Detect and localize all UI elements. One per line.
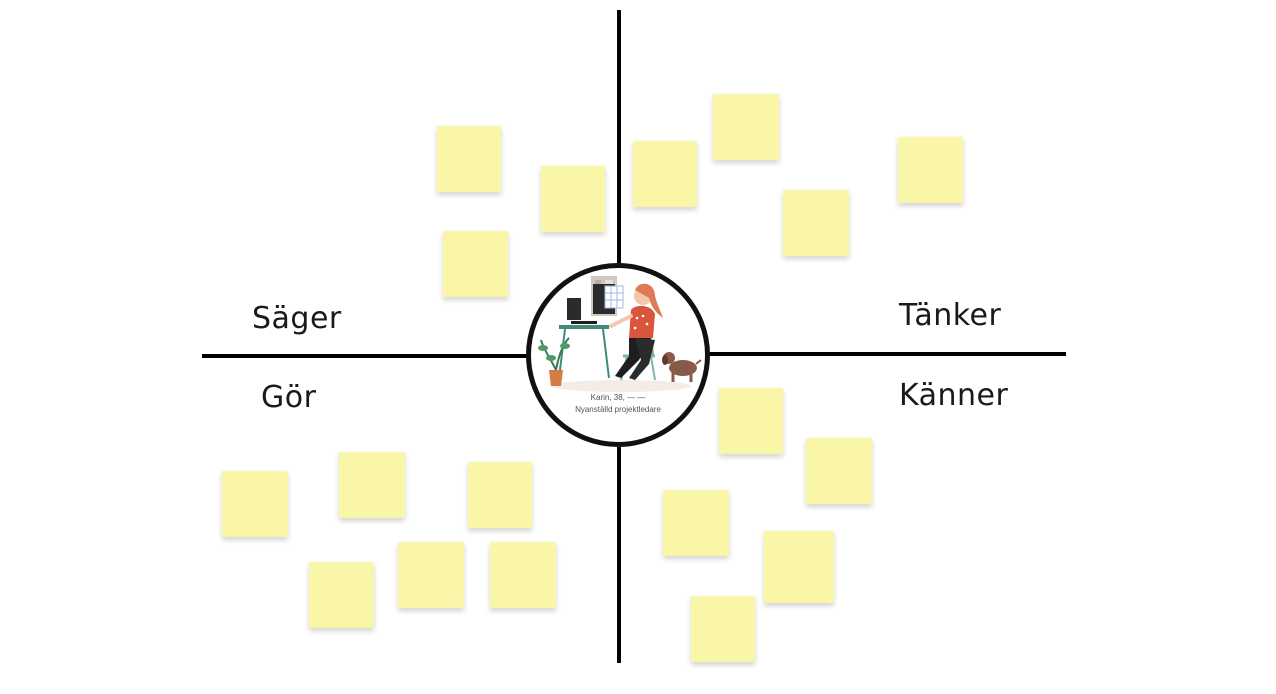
sticky-note-says-3[interactable] xyxy=(443,231,508,297)
sticky-note-does-1[interactable] xyxy=(222,471,288,537)
persona-name-line: Karin, 38, — — xyxy=(590,393,646,402)
sticky-note-feels-1[interactable] xyxy=(719,388,783,454)
sticky-note-does-2[interactable] xyxy=(339,452,405,518)
persona-illustration xyxy=(538,276,702,392)
quadrant-label-feels: Känner xyxy=(899,378,1009,413)
horizontal-axis-left xyxy=(202,354,527,358)
quadrant-label-says: Säger xyxy=(252,301,342,336)
sticky-note-does-3[interactable] xyxy=(468,462,532,528)
sticky-note-feels-3[interactable] xyxy=(663,490,729,556)
sticky-note-feels-2[interactable] xyxy=(806,438,872,504)
sticky-note-thinks-1[interactable] xyxy=(633,141,697,207)
quadrant-label-does: Gör xyxy=(261,380,317,415)
persona-role: Nyanställd projektledare xyxy=(575,405,661,414)
sticky-note-thinks-4[interactable] xyxy=(898,137,963,203)
vertical-axis-top xyxy=(617,10,621,263)
vertical-axis-bottom xyxy=(617,447,621,663)
sticky-note-says-2[interactable] xyxy=(541,166,605,232)
sticky-note-does-6[interactable] xyxy=(490,542,556,608)
sticky-note-says-1[interactable] xyxy=(437,126,501,192)
sticky-note-does-4[interactable] xyxy=(309,562,374,628)
horizontal-axis-right xyxy=(709,352,1066,356)
sticky-note-does-5[interactable] xyxy=(398,542,464,608)
sticky-note-feels-5[interactable] xyxy=(691,596,755,662)
sticky-note-feels-4[interactable] xyxy=(764,531,834,603)
sticky-note-thinks-3[interactable] xyxy=(783,190,849,256)
quadrant-label-thinks: Tänker xyxy=(899,298,1002,333)
persona-circle[interactable]: Karin, 38, — — Nyanställd projektledare xyxy=(526,263,710,447)
sticky-note-thinks-2[interactable] xyxy=(713,94,779,160)
